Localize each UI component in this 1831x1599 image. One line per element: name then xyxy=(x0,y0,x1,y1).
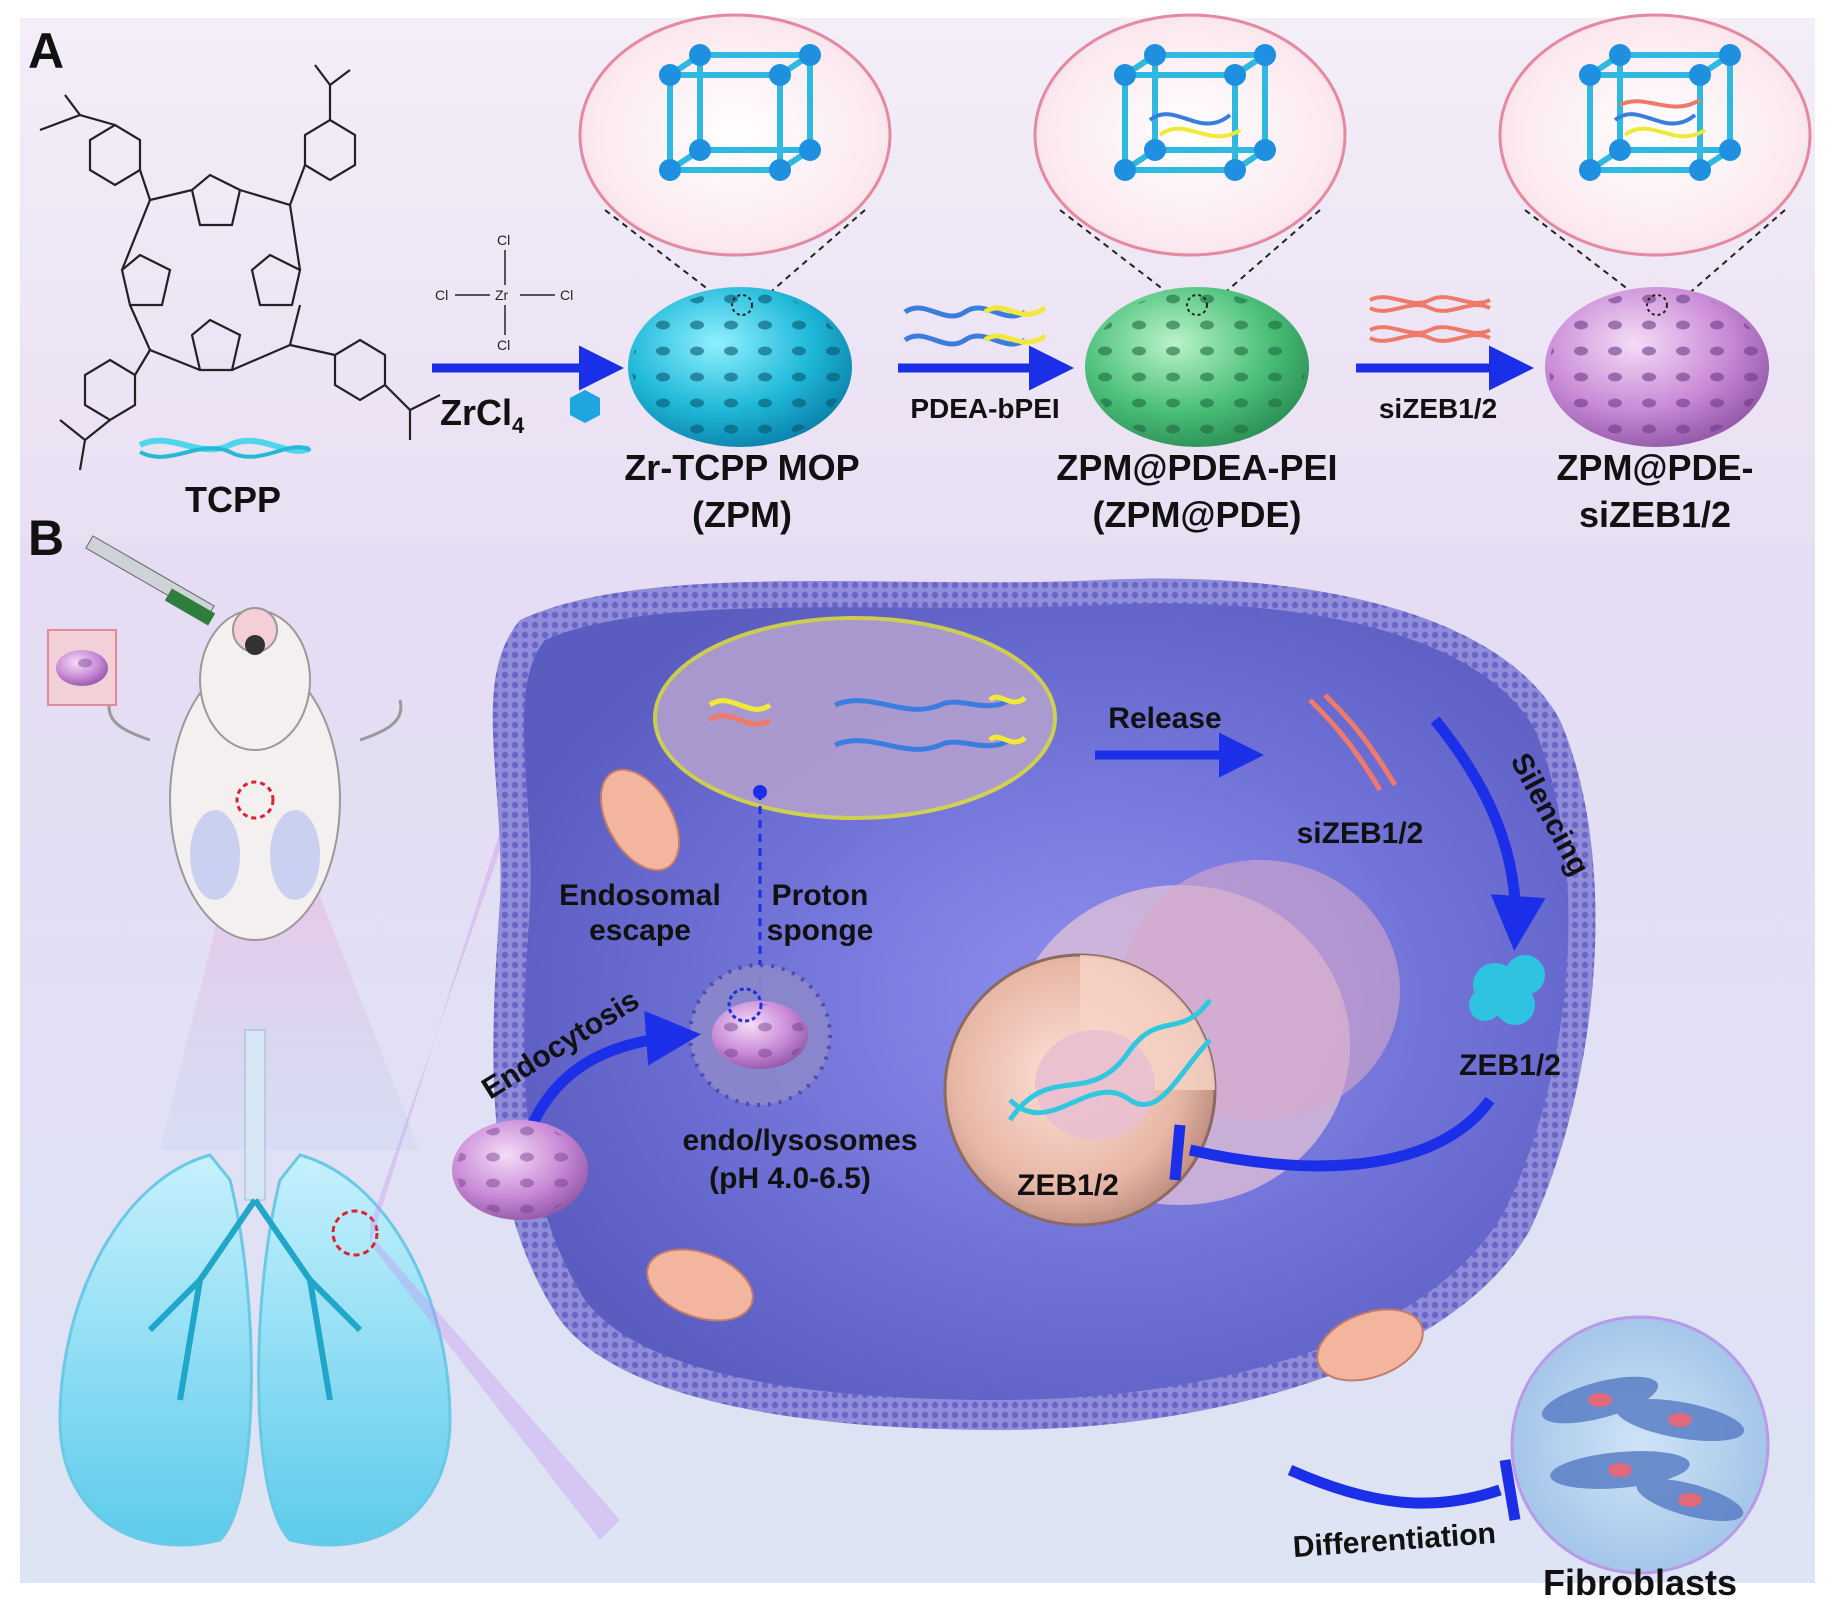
pdea-bpei-label: PDEA-bPEI xyxy=(910,393,1059,424)
inhibition-bar xyxy=(1169,1124,1186,1181)
zeb-protein-label: ZEB1/2 xyxy=(1459,1049,1561,1082)
cl-atom-top: Cl xyxy=(497,232,510,248)
release-label: Release xyxy=(1108,702,1221,735)
mop-zpm-pde-sizeb xyxy=(1498,13,1812,447)
arrow-endocytosis xyxy=(524,1010,701,1133)
zpm-pde-label-line1: ZPM@PDEA-PEI xyxy=(1056,447,1337,488)
mop-zpm-pde xyxy=(1033,13,1347,447)
endolysosomes-label-1: endo/lysosomes xyxy=(682,1124,917,1157)
panel-a-letter: A xyxy=(28,23,64,79)
endolysosome-icon xyxy=(688,963,832,1107)
syringe-icon xyxy=(85,535,216,626)
zrcl4-subscript: 4 xyxy=(512,413,525,438)
panel-b-letter: B xyxy=(28,510,64,566)
sizeb-reagent-label: siZEB1/2 xyxy=(1379,393,1497,424)
zoom-beam xyxy=(160,770,420,1150)
mouse-illustration xyxy=(107,607,403,941)
nucleus-illustration xyxy=(943,860,1400,1227)
zeb-protein-icon xyxy=(1469,955,1545,1025)
zrcl4-text: ZrCl xyxy=(440,392,512,433)
zpm-pde-sizeb-label-line2: siZEB1/2 xyxy=(1579,494,1731,535)
arrow-zeb-feedback xyxy=(1188,1096,1495,1172)
zpm-pde-sizeb-label-line1: ZPM@PDE- xyxy=(1556,447,1753,488)
differentiation-inhibition-bar xyxy=(1499,1459,1521,1521)
proton-sponge-label-2: sponge xyxy=(767,914,874,947)
tcpp-helix-strand-icon xyxy=(139,445,312,459)
sirna-reagent-icon xyxy=(1369,295,1491,343)
tcpp-structure xyxy=(39,64,441,471)
sizeb-cell-label: siZEB1/2 xyxy=(1297,817,1424,850)
zr-cluster-icon xyxy=(570,390,600,423)
zr-atom: Zr xyxy=(495,287,509,303)
endosome-zoom-ellipse xyxy=(653,616,1057,820)
zpm-pde-label-line2: (ZPM@PDE) xyxy=(1092,494,1301,535)
cl-atom-bottom: Cl xyxy=(497,337,510,353)
dna-helix-icon xyxy=(1007,998,1212,1122)
zrcl4-structure: Cl Zr Cl Cl Cl xyxy=(435,232,573,353)
zrcl4-label: ZrCl4 xyxy=(440,392,525,438)
incoming-nanoparticle-icon xyxy=(452,1120,588,1220)
zr-nodes-zpm xyxy=(659,44,821,181)
cl-atom-right: Cl xyxy=(560,287,573,303)
zeb-gene-label: ZEB1/2 xyxy=(1017,1169,1119,1202)
endosomal-escape-label-2: escape xyxy=(589,914,691,947)
zoom-lens-zpm-pde-sizeb xyxy=(1498,13,1812,257)
tcpp-label: TCPP xyxy=(185,479,281,520)
mop-zpm xyxy=(578,13,892,447)
zoom-lens-zpm-pde xyxy=(1033,13,1347,257)
sirna-released-icon xyxy=(1308,693,1398,792)
proton-sponge-label-1: Proton xyxy=(772,879,869,912)
cl-atom-left: Cl xyxy=(435,287,448,303)
arrow-silencing xyxy=(1430,716,1546,951)
fibroblasts-label: Fibroblasts xyxy=(1543,1562,1737,1599)
zpm-label-line1: Zr-TCPP MOP xyxy=(624,447,859,488)
pdea-bpei-polymer-icon xyxy=(903,305,1047,347)
zoom-beam-cell-lower xyxy=(375,1240,620,1540)
released-polymer-strands-icon xyxy=(708,694,1027,752)
endolysosomes-label-2: (pH 4.0-6.5) xyxy=(709,1162,871,1195)
fibroblasts-illustration xyxy=(1510,1315,1770,1575)
zoom-lens-zpm xyxy=(578,13,892,257)
arrow-differentiation xyxy=(1287,1464,1502,1509)
endosomal-escape-label-1: Endosomal xyxy=(559,879,721,912)
lungs-illustration xyxy=(58,1029,452,1547)
mitochondria-icons xyxy=(599,768,1424,1382)
zpm-label-line2: (ZPM) xyxy=(692,494,792,535)
